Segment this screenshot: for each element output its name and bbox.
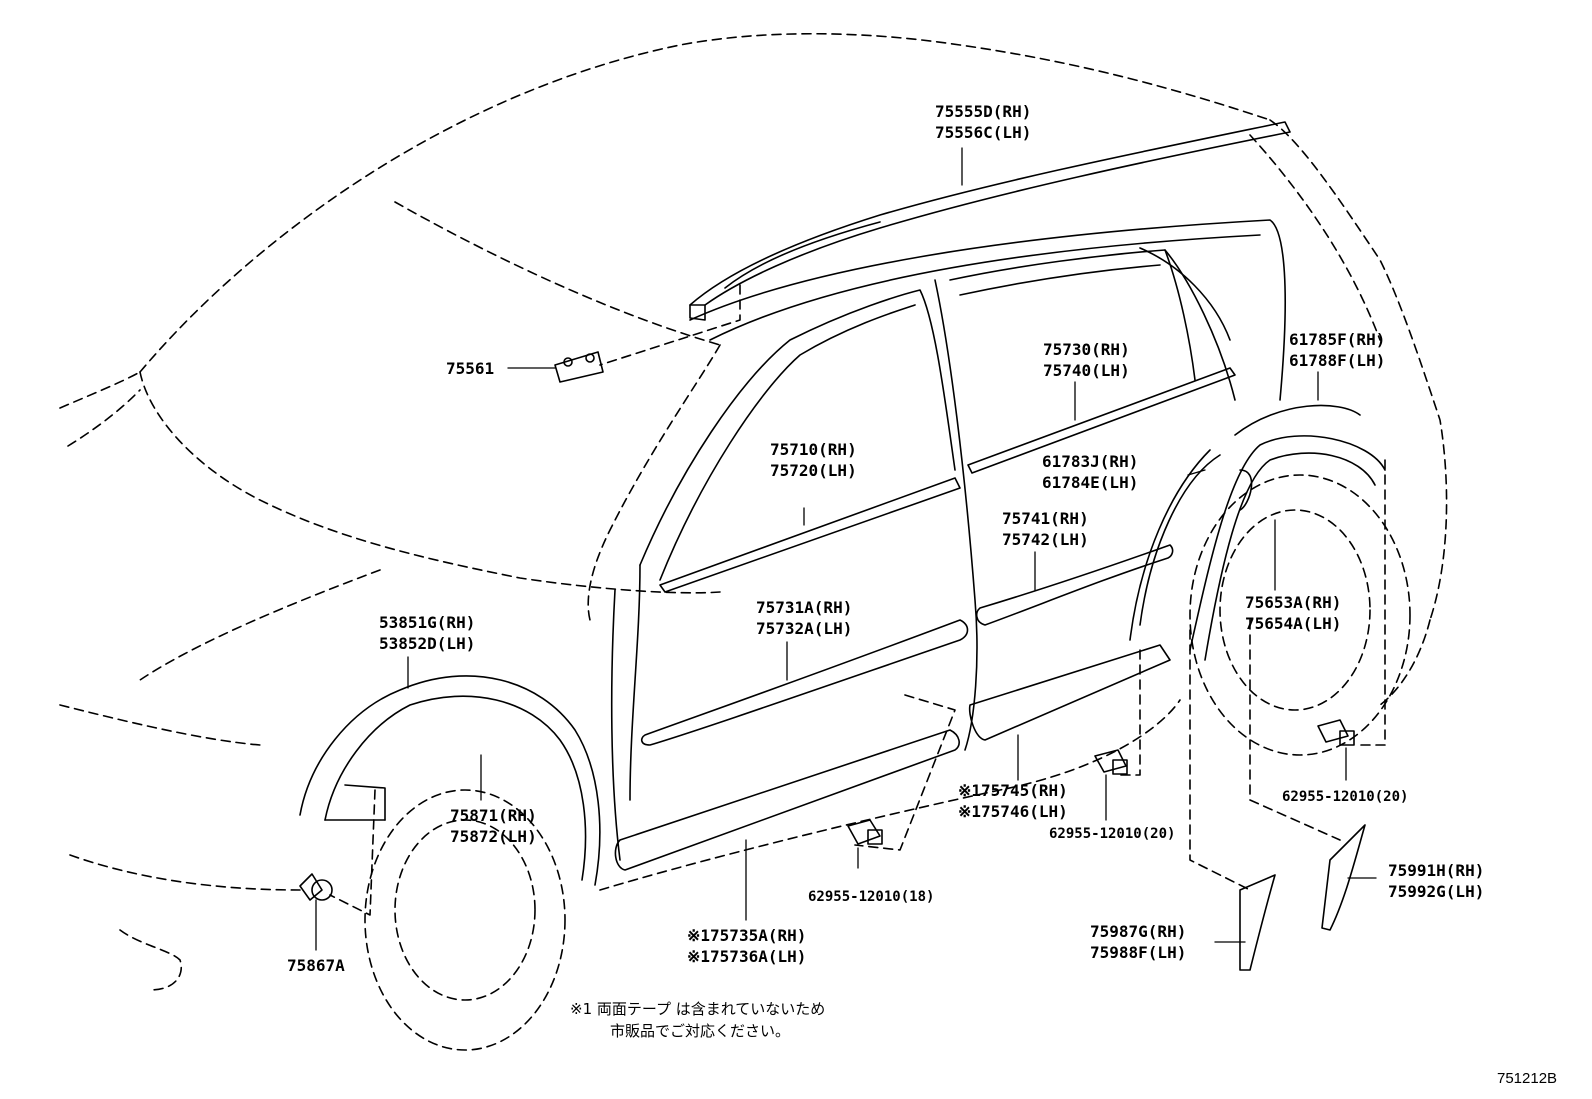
rear-wheel-flare — [1129, 404, 1386, 661]
label-75555d: 75555D(RH) 75556C(LH) — [935, 101, 1031, 143]
label-line: 75992G(LH) — [1388, 882, 1485, 901]
label-75987g: 75987G(RH) 75988F(LH) — [1090, 921, 1186, 963]
footnote: ※1 両面テープ は含まれていないため 市販品でご対応ください。 — [570, 998, 825, 1042]
label-line: 75988F(LH) — [1090, 943, 1187, 962]
label-line: 75720(LH) — [770, 461, 857, 480]
label-62955-20-center: 62955-12010(20) — [1049, 825, 1175, 843]
label-75710: 75710(RH) 75720(LH) — [770, 439, 857, 481]
rocker-moldings — [614, 644, 1171, 871]
label-line: 75991H(RH) — [1388, 861, 1485, 880]
clip-icon — [1094, 749, 1128, 775]
label-175745: ※175745(RH) ※175746(LH) — [958, 780, 1068, 822]
label-75731a: 75731A(RH) 75732A(LH) — [756, 597, 852, 639]
clip-icon — [299, 873, 333, 901]
label-line: 75561 — [446, 359, 495, 378]
label-line: 62955-12010(20) — [1049, 826, 1176, 842]
rear-lower-pieces — [1239, 824, 1366, 971]
body-outline — [59, 32, 1448, 1051]
label-line: 75731A(RH) — [756, 598, 853, 617]
label-line: 61788F(LH) — [1289, 351, 1386, 370]
label-75561: 75561 — [446, 358, 494, 379]
label-line: ※175735A(RH) — [687, 926, 807, 945]
door-side-moldings — [640, 544, 1174, 746]
label-line: 75742(LH) — [1002, 530, 1089, 549]
label-line: 61785F(RH) — [1289, 330, 1386, 349]
label-75991h: 75991H(RH) 75992G(LH) — [1388, 860, 1484, 902]
clip-icon — [554, 351, 604, 383]
leader-lines — [315, 147, 1377, 951]
label-line: ※175736A(LH) — [687, 947, 807, 966]
label-62955-18: 62955-12010(18) — [808, 888, 934, 906]
footnote-line: ※1 両面テープ は含まれていないため — [570, 1000, 826, 1018]
label-61783j: 61783J(RH) 61784E(LH) — [1042, 451, 1138, 493]
label-line: 75987G(RH) — [1090, 922, 1187, 941]
label-line: 75732A(LH) — [756, 619, 853, 638]
footnote-line: 市販品でご対応ください。 — [610, 1022, 791, 1040]
label-line: 75740(LH) — [1043, 361, 1130, 380]
label-line: ※175746(LH) — [958, 802, 1068, 821]
label-line: 53852D(LH) — [379, 634, 476, 653]
label-line: 75871(RH) — [450, 806, 537, 825]
label-175735a: ※175735A(RH) ※175736A(LH) — [687, 925, 806, 967]
label-line: 75654A(LH) — [1245, 614, 1342, 633]
label-line: 53851G(RH) — [379, 613, 476, 632]
label-line: 61784E(LH) — [1042, 473, 1139, 492]
label-75730: 75730(RH) 75740(LH) — [1043, 339, 1130, 381]
label-line: 62955-12010(18) — [808, 889, 935, 905]
label-75871: 75871(RH) 75872(LH) — [450, 805, 537, 847]
roof-rail — [689, 121, 1291, 321]
label-line: 62955-12010(20) — [1282, 789, 1409, 805]
clip-icons — [299, 351, 1355, 901]
label-62955-20-rear: 62955-12010(20) — [1282, 788, 1408, 806]
label-line: 75867A — [287, 956, 345, 975]
front-wheel-flare — [299, 675, 601, 886]
label-75741: 75741(RH) 75742(LH) — [1002, 508, 1089, 550]
label-61785f: 61785F(RH) 61788F(LH) — [1289, 329, 1385, 371]
label-line: 75730(RH) — [1043, 340, 1130, 359]
door-outlines — [610, 219, 1287, 861]
label-line: 75556C(LH) — [935, 123, 1032, 142]
label-line: 75555D(RH) — [935, 102, 1032, 121]
label-line: 75741(RH) — [1002, 509, 1089, 528]
clip-icon — [1317, 719, 1355, 746]
label-53851g: 53851G(RH) 53852D(LH) — [379, 612, 475, 654]
label-75867a: 75867A — [287, 955, 345, 976]
label-line: 75872(LH) — [450, 827, 537, 846]
figure-id: 751212B — [1497, 1070, 1558, 1087]
label-line: ※175745(RH) — [958, 781, 1068, 800]
label-line: 75653A(RH) — [1245, 593, 1342, 612]
label-line: 61783J(RH) — [1042, 452, 1139, 471]
belt-moldings — [659, 367, 1236, 593]
label-75653a: 75653A(RH) 75654A(LH) — [1245, 592, 1341, 634]
clip-icon — [847, 819, 883, 845]
label-line: 75710(RH) — [770, 440, 857, 459]
